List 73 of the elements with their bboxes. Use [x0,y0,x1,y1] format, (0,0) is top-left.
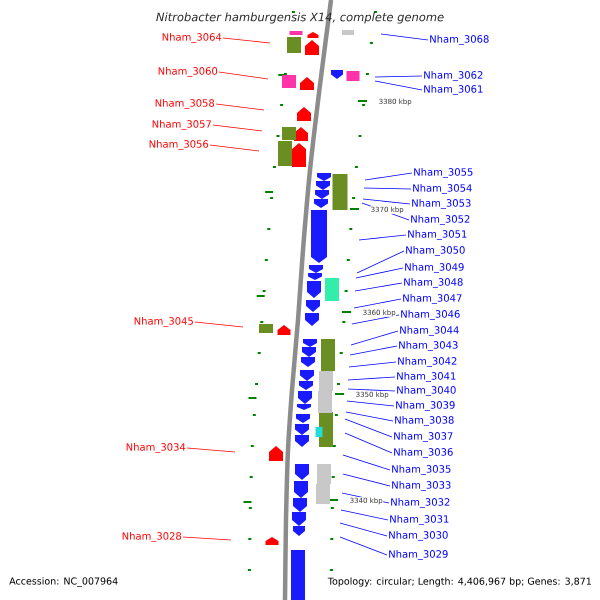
accession-text: Accession: NC_007964 [9,577,118,587]
leader-line [350,346,398,356]
genome-info-text: Topology: circular; Length: 4,406,967 bp; Genes: 3,871 [326,576,593,588]
leader-line [356,250,404,274]
gene-label: Nham_3041 [397,372,456,382]
gene-label: Nham_3048 [404,278,463,288]
leader-line [210,144,260,152]
leader-line [340,522,388,536]
leader-line [374,80,422,90]
leader-line [364,188,412,190]
leader-line [358,234,406,240]
leader-line [348,376,396,380]
leader-line [380,34,428,40]
leader-line [340,510,388,520]
gene-label: Nham_3061 [424,85,482,95]
leader-line [348,362,396,368]
leader-line [344,432,392,454]
gene-label: Nham_3053 [412,199,471,209]
gene-label: Nham_3049 [405,263,464,273]
gene-label: Nham_3034 [126,443,186,453]
leader-line [186,448,236,452]
gene-label: Nham_3044 [400,326,459,336]
gene-label: Nham_3046 [401,310,460,320]
gene-label: Nham_3039 [396,401,455,411]
gene-label: Nham_3037 [394,432,452,442]
leader-line [340,536,388,556]
leader-line [348,388,396,392]
gene-label: Nham_3060 [158,67,218,77]
leader-line [364,172,412,180]
gene-label: Nham_3058 [156,99,214,109]
gene-label: Nham_3056 [150,140,208,150]
leader-line [346,412,394,422]
gene-label: Nham_3062 [424,71,482,81]
gene-label: Nham_3050 [406,246,465,256]
leader-line [350,330,398,346]
leader-line [218,72,268,80]
leader-line [346,400,394,406]
gene-label: Nham_3055 [414,168,472,178]
gene-label: Nham_3035 [392,465,450,475]
title: Nitrobacter hamburgensis X14, complete genome [156,12,444,24]
gene-label: Nham_3033 [392,481,451,491]
gene-label: Nham_3042 [398,357,456,367]
leader-line [356,268,404,278]
leader-line [354,282,402,292]
gene-label: Nham_3045 [134,317,193,327]
gene-label: Nham_3036 [394,448,453,458]
leader-line [352,314,400,324]
gene-label: Nham_3047 [403,294,462,304]
gene-label: Nham_3038 [395,416,454,426]
leader-line [344,418,392,438]
leader-line [222,38,270,44]
leader-line [354,298,402,308]
leader-line [182,536,232,540]
gene-label: Nham_3030 [389,531,448,541]
leader-line [342,474,390,486]
gene-label: Nham_3028 [122,532,182,542]
leader-line [362,198,410,204]
gene-label: Nham_3064 [162,33,222,43]
leader-line [342,454,390,470]
gene-label: Nham_3043 [399,341,458,351]
leader-line [216,104,264,110]
gene-label: Nham_3029 [389,550,448,560]
leader-line [194,322,244,328]
leader-line [374,76,422,78]
gene-label: Nham_3032 [391,498,450,508]
gene-label: Nham_3031 [390,515,448,525]
gene-label: Nham_3068 [430,35,489,45]
gene-label: Nham_3054 [413,184,472,194]
gene-label: Nham_3051 [408,230,466,240]
gene-label: Nham_3052 [411,215,470,225]
gene-label: Nham_3040 [397,386,456,396]
leader-line [212,124,262,132]
gene-label: Nham_3057 [152,120,211,130]
